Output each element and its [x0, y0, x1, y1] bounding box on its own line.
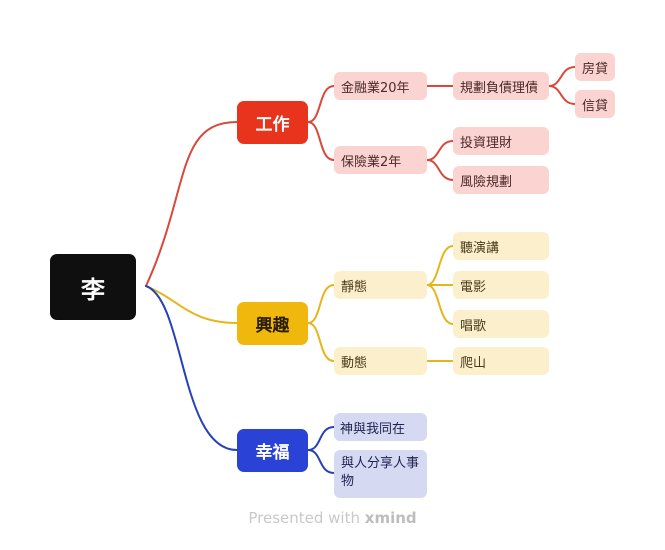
subtopic-credit-loan[interactable]: 信貸	[575, 90, 615, 118]
topic-happiness-label: 幸福	[255, 443, 290, 463]
subtopic-sharing[interactable]: 與人分享人事物	[334, 450, 427, 498]
subtopic-finance[interactable]: 金融業20年	[334, 72, 427, 100]
subtopic-god-with-me[interactable]: 神與我同在	[334, 413, 427, 441]
link-work-insurance	[307, 121, 335, 161]
link-happiness-share	[307, 449, 335, 474]
presented-with-footer: Presented with xmind	[0, 509, 665, 527]
link-root-happiness	[145, 285, 238, 451]
topic-happiness[interactable]: 幸福	[237, 429, 308, 472]
subtopic-house-loan[interactable]: 房貸	[575, 53, 615, 81]
subtopic-god-with-me-label: 神與我同在	[340, 421, 406, 437]
subtopic-dynamic-label: 動態	[341, 355, 368, 371]
xmind-brand: xmind	[364, 509, 417, 527]
subtopic-lectures-label: 聽演講	[460, 240, 500, 256]
subtopic-debt-planning[interactable]: 規劃負債理債	[453, 72, 549, 100]
link-debt-credit	[548, 85, 576, 105]
root-node[interactable]: 李	[50, 254, 136, 320]
subtopic-finance-label: 金融業20年	[341, 80, 410, 96]
subtopic-debt-planning-label: 規劃負債理債	[460, 80, 539, 96]
subtopic-credit-loan-label: 信貸	[582, 98, 609, 114]
link-interest-dynamic	[307, 322, 335, 362]
link-static-speech	[426, 245, 454, 286]
subtopic-sharing-label: 與人分享人事物	[341, 456, 420, 489]
subtopic-singing[interactable]: 唱歌	[453, 310, 549, 338]
link-insurance-invest	[426, 140, 454, 161]
work-connectors	[145, 66, 576, 287]
link-root-work	[145, 121, 238, 287]
topic-interest-label: 興趣	[255, 316, 290, 336]
subtopic-static-label: 靜態	[341, 279, 368, 295]
subtopic-lectures[interactable]: 聽演講	[453, 232, 549, 260]
subtopic-hiking[interactable]: 爬山	[453, 347, 549, 375]
subtopic-insurance[interactable]: 保險業2年	[334, 146, 427, 174]
subtopic-hiking-label: 爬山	[460, 355, 487, 371]
subtopic-dynamic[interactable]: 動態	[334, 347, 427, 375]
subtopic-insurance-label: 保險業2年	[341, 154, 402, 170]
root-label: 李	[81, 275, 105, 304]
subtopic-investment-label: 投資理財	[460, 135, 513, 151]
footer-prefix: Presented with	[248, 509, 360, 527]
subtopic-risk-planning-label: 風險規劃	[460, 174, 513, 190]
link-insurance-risk	[426, 159, 454, 181]
subtopic-singing-label: 唱歌	[460, 318, 487, 334]
subtopic-movies[interactable]: 電影	[453, 271, 549, 299]
link-debt-house	[548, 66, 576, 87]
happiness-connectors	[145, 285, 335, 474]
interest-connectors	[145, 245, 454, 362]
link-static-sing	[426, 284, 454, 325]
subtopic-static[interactable]: 靜態	[334, 271, 427, 299]
link-work-finance	[307, 85, 335, 123]
subtopic-investment[interactable]: 投資理財	[453, 127, 549, 155]
topic-work[interactable]: 工作	[237, 101, 308, 144]
topic-work-label: 工作	[255, 115, 290, 135]
link-root-interest	[145, 285, 238, 324]
topic-interest[interactable]: 興趣	[237, 302, 308, 345]
link-interest-static	[307, 284, 335, 324]
subtopic-risk-planning[interactable]: 風險規劃	[453, 166, 549, 194]
subtopic-movies-label: 電影	[460, 279, 487, 295]
subtopic-house-loan-label: 房貸	[582, 61, 609, 77]
link-happiness-god	[307, 426, 335, 451]
